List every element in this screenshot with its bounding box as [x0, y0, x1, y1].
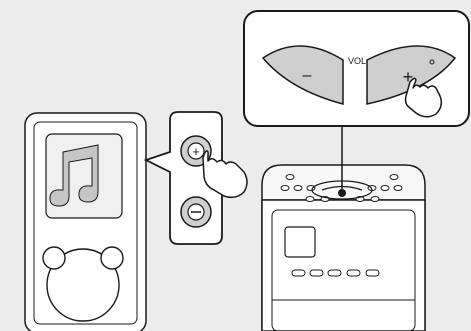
volume-down-button[interactable] [261, 45, 344, 105]
minus-symbol: – [303, 67, 312, 84]
volume-callout: – + VOL [243, 10, 470, 127]
side-plus-symbol: + [192, 144, 200, 159]
speaker-display [284, 226, 316, 258]
headphones-icon [42, 246, 124, 322]
speaker-front-buttons [291, 269, 380, 277]
plus-symbol: + [403, 67, 414, 87]
music-player-device [24, 112, 147, 331]
pointing-hand-icon [202, 150, 248, 199]
pointing-hand-icon [404, 77, 443, 118]
speaker-device [261, 126, 426, 331]
vol-label: VOL [348, 56, 366, 66]
side-volume-bubble: + [143, 111, 248, 245]
indicator-dot [429, 59, 435, 65]
music-note-icon [49, 144, 99, 207]
